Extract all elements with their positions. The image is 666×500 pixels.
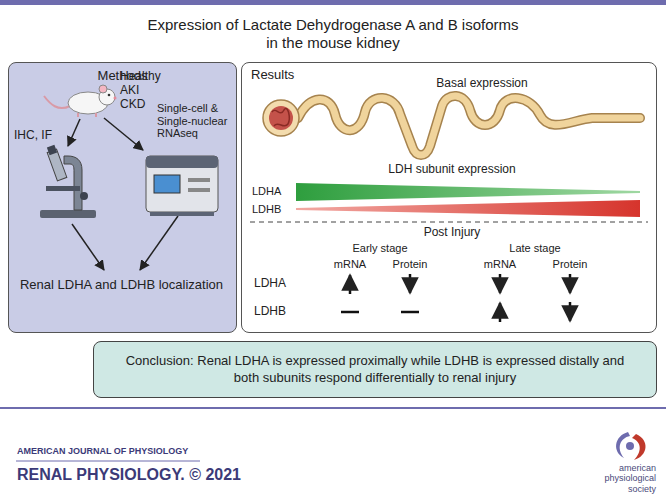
top-band [0, 0, 666, 5]
column-heading: mRNA [334, 258, 366, 271]
flow-arrow [72, 224, 104, 270]
isoform-name: LDHB [252, 203, 281, 216]
column-heading: Early stage [352, 242, 407, 255]
no-change-dash [341, 311, 359, 314]
section-heading: Basal expression [436, 77, 527, 91]
flow-arrow [140, 216, 178, 270]
method-outcome: Renal LDHA and LDHB localization [14, 278, 229, 293]
down-arrow [409, 274, 412, 293]
down-arrow [499, 274, 502, 293]
up-arrow [499, 303, 502, 322]
divider-line [250, 222, 648, 223]
nephron-illustration [263, 96, 640, 155]
flow-arrow [68, 119, 80, 146]
row-heading: LDHA [254, 277, 286, 291]
axis-caption: LDH subunit expression [388, 163, 515, 177]
isoform-name: LDHA [252, 185, 281, 198]
society-name: american physiological society [600, 463, 656, 494]
flow-arrow [104, 118, 143, 150]
footer-band [0, 408, 666, 500]
column-heading: Protein [393, 258, 428, 271]
column-heading: Protein [553, 258, 588, 271]
footer-rule [0, 407, 666, 409]
method-name: IHC, IF [14, 129, 52, 143]
section-heading: Post Injury [424, 226, 481, 240]
journal-name: RENAL PHYSIOLOGY. © 2021 [17, 466, 241, 484]
mouse-icon [44, 85, 117, 117]
node-text: Conclusion: Renal LDHA is expressed prox… [116, 353, 634, 386]
up-arrow [349, 275, 352, 294]
method-name: Single-cell & Single-nuclear RNAseq [157, 102, 237, 140]
sequencer-icon [146, 156, 218, 216]
journal-rule [16, 461, 200, 462]
microscope-icon [40, 145, 96, 218]
journal-name: AMERICAN JOURNAL OF PHYSIOLOGY [17, 446, 188, 456]
title: Expression of Lactate Dehydrogenase A an… [143, 16, 523, 52]
ldha-wedge [296, 183, 640, 201]
column-heading: Late stage [509, 242, 560, 255]
ldhb-wedge [296, 200, 640, 217]
society-logo [616, 432, 645, 460]
row-heading: LDHB [254, 305, 286, 319]
conclusion-box: Conclusion: Renal LDHA is expressed prox… [93, 341, 657, 398]
down-arrow [569, 302, 572, 321]
no-change-dash [401, 311, 419, 314]
down-arrow [569, 274, 572, 293]
column-heading: mRNA [484, 258, 516, 271]
